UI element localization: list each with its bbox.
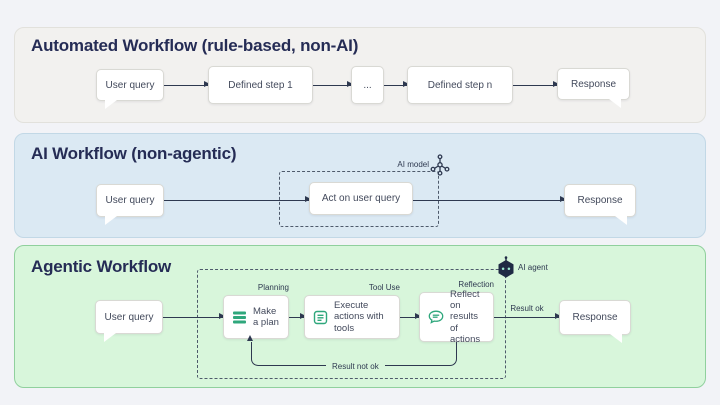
tool-use-label: Tool Use xyxy=(368,283,400,292)
panel-title-automated: Automated Workflow (rule-based, non-AI) xyxy=(31,36,359,55)
ellipsis-box: ... xyxy=(351,66,384,104)
flow-arrow xyxy=(413,196,566,203)
tools-checklist-icon xyxy=(313,310,328,324)
result-ok-label: Result ok xyxy=(510,304,544,313)
flow-arrow xyxy=(164,196,311,203)
act-on-user-query-box: Act on user query xyxy=(309,182,413,215)
user-query-bubble: User query xyxy=(95,300,163,334)
panel-title-agentic: Agentic Workflow xyxy=(31,257,172,276)
ai-agent-label: AI agent xyxy=(518,263,548,272)
flow-arrow xyxy=(384,81,409,88)
flow-arrow xyxy=(164,81,210,88)
defined-step-n-box: Defined step n xyxy=(407,66,513,104)
result-not-ok-label: Result not ok xyxy=(326,362,385,371)
reflect-box: Reflect on results of actions xyxy=(419,289,494,345)
reflect-label: Reflect on results of actions xyxy=(450,288,481,346)
make-a-plan-label: Make a plan xyxy=(253,305,279,328)
ai-agent-icon xyxy=(498,256,514,278)
flow-arrow xyxy=(513,81,559,88)
execute-actions-box: Execute actions with tools xyxy=(304,295,400,339)
ai-model-boundary xyxy=(279,171,439,227)
flow-arrow xyxy=(163,313,225,320)
flow-arrow xyxy=(289,313,306,320)
execute-actions-label: Execute actions with tools xyxy=(334,299,384,334)
panel-title-ai: AI Workflow (non-agentic) xyxy=(31,144,237,163)
defined-step-1-box: Defined step 1 xyxy=(208,66,313,104)
reflection-label: Reflection xyxy=(458,280,494,289)
reflection-chat-icon xyxy=(428,310,444,324)
flow-arrow xyxy=(313,81,353,88)
flow-arrow xyxy=(494,313,561,320)
response-bubble: Response xyxy=(564,184,636,217)
flow-arrow xyxy=(400,313,421,320)
response-bubble: Response xyxy=(557,68,630,100)
panel-agentic-workflow: Agentic Workflow AI agent User query Pla… xyxy=(14,245,706,388)
feedback-loop-arrow: Result not ok xyxy=(247,335,457,371)
ai-agent-boundary xyxy=(197,269,506,379)
ai-model-label: AI model xyxy=(397,160,429,169)
response-bubble: Response xyxy=(559,300,631,335)
planning-label: Planning xyxy=(257,283,289,292)
ai-model-icon xyxy=(430,154,450,176)
plan-stack-icon xyxy=(233,311,246,323)
panel-ai-workflow: AI Workflow (non-agentic) AI model User … xyxy=(14,133,706,238)
panel-automated-workflow: Automated Workflow (rule-based, non-AI) … xyxy=(14,27,706,123)
user-query-bubble: User query xyxy=(96,184,164,217)
user-query-bubble: User query xyxy=(96,69,164,101)
make-a-plan-box: Make a plan xyxy=(223,295,289,339)
